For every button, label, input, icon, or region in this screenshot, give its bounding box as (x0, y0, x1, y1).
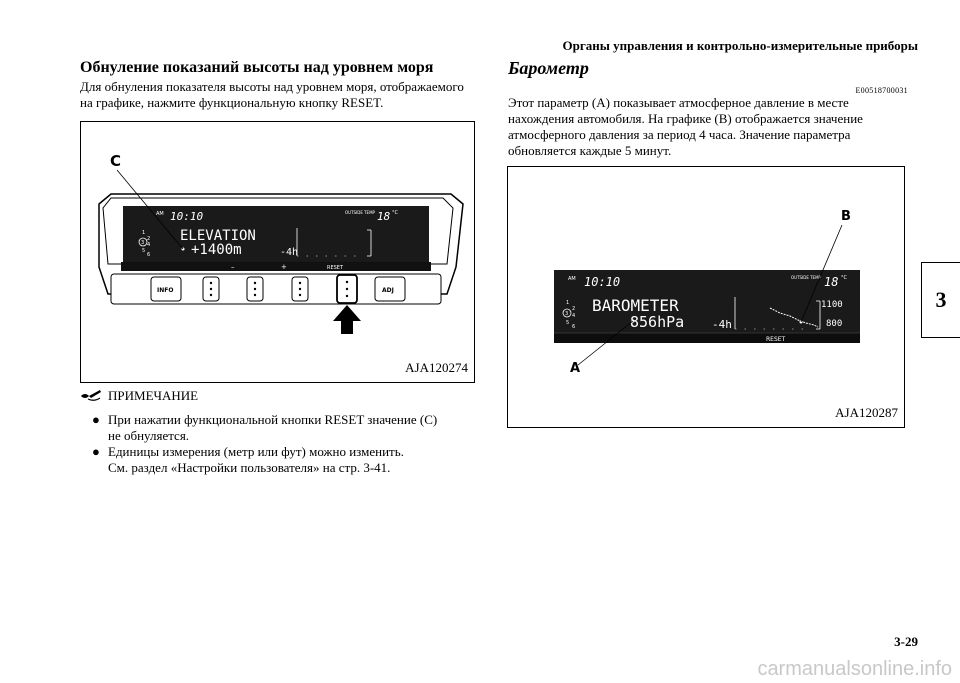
lcd-temp-unit: °C (392, 210, 399, 216)
bullet-icon: ● (92, 444, 100, 459)
adj-button-label: ADJ (382, 287, 394, 294)
lcd-mode: ELEVATION (180, 228, 256, 244)
note-pen-icon (81, 390, 101, 401)
figure-elevation-display: AM 10:10 OUTSIDE TEMP 18 °C ELEVATION +1… (80, 121, 475, 383)
softkey-reset: RESET (766, 336, 786, 343)
lcd-gear: 1 (142, 230, 145, 236)
lcd-clock: 10:10 (170, 210, 203, 223)
note-line: См. раздел «Настройки пользователя» на с… (108, 460, 391, 475)
lcd-gear: 1 (566, 300, 569, 306)
paragraph-line: Этот параметр (A) показывает атмосферное… (508, 95, 849, 110)
lcd-gear: 2 (572, 306, 575, 312)
softkey-minus: – (231, 263, 235, 271)
lcd-range: -4h (280, 247, 298, 258)
watermark: carmanualsonline.info (757, 658, 952, 680)
lcd-gear-selected: 3 (565, 311, 568, 317)
lcd-gear-selected: 3 (141, 240, 144, 246)
section-heading-barometer: Барометр (508, 58, 589, 78)
lcd-range: -4h (712, 318, 732, 331)
info-button[interactable]: INFO (150, 276, 182, 302)
lcd-gear: 5 (566, 320, 569, 326)
lcd-value: 856hPa (630, 313, 684, 331)
figure-caption: AJA120287 (835, 405, 898, 420)
barometer-display-illustration: AM 10:10 OUTSIDE TEMP 18 °C BAROMETER 85… (554, 209, 860, 376)
lcd-scale-bottom: 800 (826, 319, 842, 329)
running-header: Органы управления и контрольно-измерител… (562, 38, 918, 53)
section-code: E00518700031 (855, 86, 908, 95)
lcd-gear: 6 (147, 252, 150, 258)
lcd-temp: 18 (824, 275, 838, 289)
lcd-temp-unit: °C (841, 275, 848, 281)
softkey-plus: + (281, 263, 287, 271)
lcd-am: AM (156, 211, 164, 217)
figure-caption: AJA120274 (405, 360, 468, 375)
bullet-icon: ● (92, 412, 100, 427)
lcd-gear: 5 (142, 248, 145, 254)
note-heading: ПРИМЕЧАНИЕ (80, 388, 198, 404)
lcd-gear: 4 (572, 313, 575, 319)
callout-a: A (570, 361, 580, 376)
lcd-temp: 18 (377, 210, 391, 223)
figure-barometer-display: AM 10:10 OUTSIDE TEMP 18 °C BAROMETER 85… (507, 166, 905, 428)
softkey-button[interactable] (291, 276, 309, 302)
callout-c: C (110, 152, 121, 170)
callout-b: B (841, 209, 851, 224)
lcd-clock: 10:10 (584, 275, 620, 289)
info-button-label: INFO (157, 287, 173, 294)
page-number: 3-29 (894, 634, 918, 649)
note-line: не обнуляется. (108, 428, 190, 443)
paragraph-line: на графике, нажмите функциональную кнопк… (80, 95, 384, 110)
paragraph-line: атмосферного давления за период 4 часа. … (508, 127, 851, 142)
softkey-button[interactable] (246, 276, 264, 302)
adj-button[interactable]: ADJ (374, 276, 406, 302)
paragraph-line: нахождения автомобиля. На графике (B) от… (508, 111, 863, 126)
lcd-value: +1400m (191, 242, 242, 258)
section-heading-elevation-reset: Обнуление показаний высоты над уровнем м… (80, 59, 434, 76)
lcd-outside-temp: OUTSIDE TEMP (345, 210, 376, 215)
note-title: ПРИМЕЧАНИЕ (108, 388, 199, 403)
lcd-gear: 4 (147, 242, 150, 248)
softkey-button[interactable] (202, 276, 220, 302)
press-arrow-icon (333, 305, 361, 334)
lcd-outside-temp: OUTSIDE TEMP (791, 275, 822, 280)
lcd-gear: 6 (572, 324, 575, 330)
reset-softkey-button[interactable] (336, 274, 358, 304)
lcd-mode: BAROMETER (592, 296, 679, 315)
lcd-gear: 2 (147, 236, 150, 242)
note-line: При нажатии функциональной кнопки RESET … (108, 412, 438, 427)
elevation-reset-paragraph: Для обнуления показателя высоты над уров… (80, 79, 480, 111)
note-line: Единицы измерения (метр или фут) можно и… (108, 444, 404, 459)
note-item: ● При нажатии функциональной кнопки RESE… (80, 412, 460, 444)
barometer-paragraph: Этот параметр (A) показывает атмосферное… (508, 95, 908, 159)
paragraph-line: Для обнуления показателя высоты над уров… (80, 79, 464, 94)
softkey-reset: RESET (327, 265, 344, 271)
elevation-display-illustration: AM 10:10 OUTSIDE TEMP 18 °C ELEVATION +1… (98, 152, 464, 334)
note-item: ● Единицы измерения (метр или фут) можно… (80, 444, 460, 476)
paragraph-line: обновляется каждые 5 минут. (508, 143, 672, 158)
chapter-tab: 3 (921, 262, 960, 338)
lcd-am: AM (568, 276, 576, 282)
lcd-scale-top: 1100 (821, 300, 843, 310)
